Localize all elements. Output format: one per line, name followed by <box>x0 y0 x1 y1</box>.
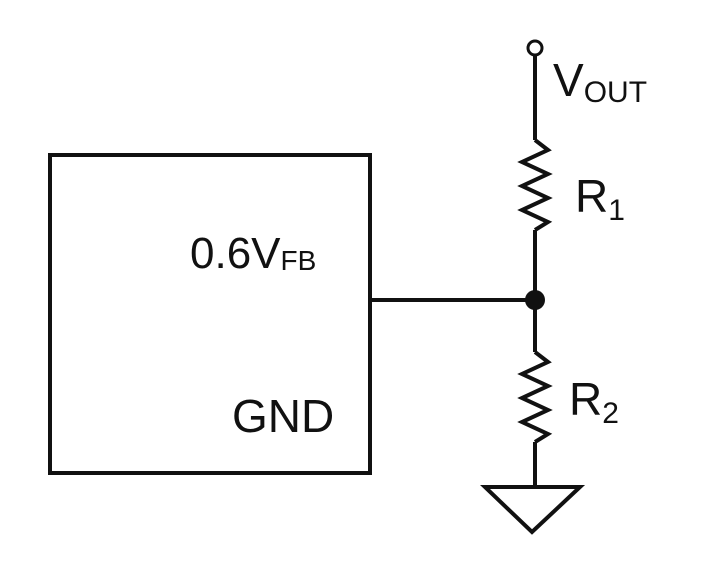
gnd-pin-label: GND <box>232 390 334 442</box>
r1-label: R1 <box>575 170 625 227</box>
fb-pin-label-subscript: FB <box>281 245 317 276</box>
r1-resistor <box>517 138 553 232</box>
r2-resistor <box>517 350 553 444</box>
ic-block <box>48 153 372 475</box>
junction-dot <box>525 290 545 310</box>
r1-label-subscript: 1 <box>608 194 625 227</box>
fb-pin-label: 0.6VFB <box>190 229 316 278</box>
vout-label-subscript: OUT <box>584 76 647 109</box>
r2-label-subscript: 2 <box>602 397 619 430</box>
vout-terminal <box>526 39 544 57</box>
r2-label: R2 <box>569 373 619 430</box>
vout-label: VOUT <box>553 54 647 109</box>
ground-symbol <box>480 485 586 535</box>
